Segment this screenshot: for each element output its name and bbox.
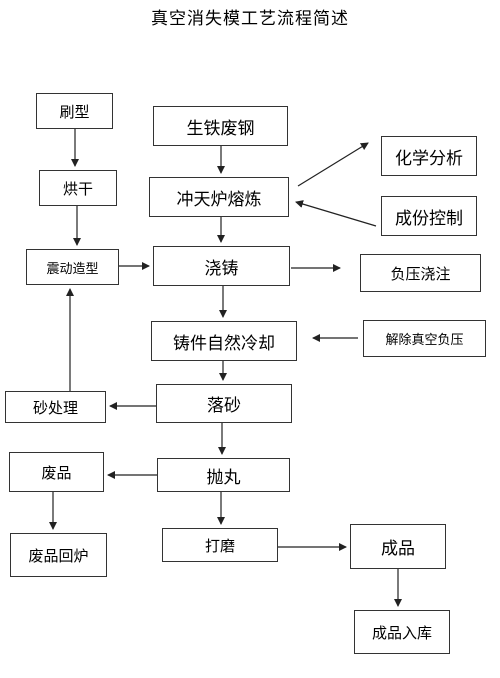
node-hua-xue-fen-xi: 化学分析 [381,136,477,176]
node-shua-xing: 刷型 [36,93,113,129]
node-zhen-dong-zao-xing: 震动造型 [26,249,119,285]
node-pao-wan: 抛丸 [157,458,290,492]
node-hua-xue-fen-xi-label: 化学分析 [395,148,463,169]
node-pao-wan-label: 抛丸 [206,467,241,488]
node-jie-chu-zhen-kong-fu-ya: 解除真空负压 [363,320,486,357]
node-zhu-jian-leng-que-label: 铸件自然冷却 [173,333,275,354]
node-jiao-zhu-label: 浇铸 [204,258,239,279]
node-jie-chu-zhen-kong-fu-ya-label: 解除真空负压 [385,333,464,348]
node-cheng-fen-kong-zhi: 成份控制 [381,196,477,236]
node-da-mo-label: 打磨 [204,536,235,555]
node-sha-chu-li-label: 砂处理 [32,398,78,417]
node-sha-chu-li: 砂处理 [5,391,106,423]
node-fei-pin-label: 废品 [41,463,72,482]
node-cheng-pin: 成品 [350,524,446,569]
node-fei-pin: 废品 [9,452,104,492]
node-cheng-fen-kong-zhi-label: 成份控制 [395,208,463,229]
node-cheng-pin-ru-ku-label: 成品入库 [371,623,432,642]
diagram-title: 真空消失模工艺流程简述 [151,9,349,29]
arrow-chong-to-hua [297,142,369,187]
node-sheng-tie-fei-gang-label: 生铁废钢 [186,118,255,139]
node-luo-sha: 落砂 [156,384,292,423]
node-hong-gan-label: 烘干 [62,179,93,198]
node-cheng-pin-ru-ku: 成品入库 [354,610,450,654]
node-fu-ya-jiao-zhu: 负压浇注 [360,254,481,292]
node-fei-pin-hui-lu: 废品回炉 [10,533,107,577]
node-jiao-zhu: 浇铸 [153,246,290,286]
node-fu-ya-jiao-zhu-label: 负压浇注 [390,264,451,283]
node-chong-tian-lu-rong-lian-label: 冲天炉熔炼 [176,189,262,210]
node-luo-sha-label: 落砂 [207,396,241,416]
node-da-mo: 打磨 [162,528,278,562]
node-zhen-dong-zao-xing-label: 震动造型 [46,261,99,277]
node-fei-pin-hui-lu-label: 废品回炉 [28,546,89,565]
node-cheng-pin-label: 成品 [381,539,415,559]
node-hong-gan: 烘干 [39,170,117,206]
node-sheng-tie-fei-gang: 生铁废钢 [153,106,288,146]
node-chong-tian-lu-rong-lian: 冲天炉熔炼 [149,177,289,217]
node-shua-xing-label: 刷型 [59,102,90,121]
node-zhu-jian-leng-que: 铸件自然冷却 [151,321,297,361]
arrow-cheng-fen-to-chong [295,200,377,227]
